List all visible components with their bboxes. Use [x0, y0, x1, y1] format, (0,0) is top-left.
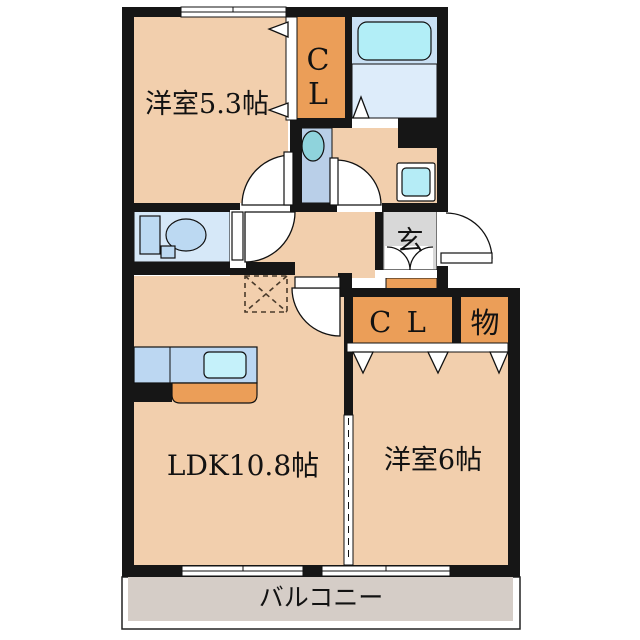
wash-basin-bowl: [301, 130, 325, 162]
bath-fold-mark: [352, 95, 370, 119]
genkan-step-gap: [375, 270, 437, 278]
closet-top-fold-mark-2: [267, 102, 289, 118]
balcony-floor: [128, 577, 513, 621]
closet-mid-floor: [352, 297, 452, 345]
washroom-door-leaf: [329, 157, 339, 206]
label-ldk: LDK10.8帖: [167, 449, 319, 482]
closet-top-fold-mark-1: [267, 21, 289, 38]
wall-closet-mid-top: [340, 288, 520, 297]
wall-left: [122, 7, 134, 577]
genkan-door-arc-right: [409, 246, 434, 271]
closet-door-mark-3: [489, 351, 509, 375]
wall-kitchen-stub: [122, 380, 172, 402]
wall-closet-bottom: [292, 118, 352, 128]
wall-washroom-bottom: [302, 203, 337, 212]
window-ldk-balcony: [181, 565, 304, 577]
washroom-door-swing: [335, 159, 382, 206]
entrance-door-leaf: [440, 252, 493, 264]
closet-top-floor: [297, 17, 345, 120]
ldk-door-swing: [291, 287, 341, 337]
washing-machine: [401, 167, 431, 197]
toilet-flush: [160, 245, 176, 259]
western-room-6-floor: [352, 352, 508, 565]
label-entrance: 玄: [397, 226, 424, 257]
wall-bath-corner: [398, 118, 443, 148]
refrigerator-space-x2: [244, 275, 288, 313]
label-balcony: バルコニー: [259, 583, 384, 612]
wall-hall-bottom: [134, 262, 295, 275]
entrance-threshold: [437, 212, 448, 266]
label-closet-mid: C L: [369, 305, 429, 339]
toilet-bowl: [165, 218, 207, 252]
refrigerator-space: [244, 275, 288, 313]
room53-door-opening: [240, 203, 290, 212]
storage-floor: [461, 297, 508, 345]
room53-door-leaf: [283, 151, 294, 206]
wall-genkan-left: [375, 212, 383, 272]
fixtures: [133, 21, 436, 404]
wall-genkan-top: [375, 203, 437, 212]
wall-right-mid: [437, 266, 448, 297]
ldk-door-leaf: [294, 276, 341, 289]
labels: 洋室5.3帖 C L 玄 C L 物 LDK10.8帖 洋室6帖 バルコニー: [145, 43, 499, 612]
window-top: [180, 6, 287, 18]
toilet-door-swing: [244, 211, 296, 263]
wall-ldk-door-post: [338, 273, 352, 290]
label-storage: 物: [470, 306, 499, 340]
wall-closet-storage-divider: [452, 297, 461, 345]
kitchen-sink: [203, 351, 247, 379]
balcony: [121, 576, 521, 630]
closet-door-mark-2: [426, 351, 450, 375]
closet-mid-door-strip: [346, 342, 509, 353]
toilet-door-leaf: [231, 211, 244, 261]
label-western-room-53: 洋室5.3帖: [145, 89, 269, 120]
wall-right-upper: [437, 7, 448, 212]
refrigerator-space-box: [244, 275, 288, 313]
entrance-door-swing: [445, 212, 493, 260]
wall-room53-bottom: [122, 203, 240, 212]
bathtub: [357, 21, 432, 61]
windows: [180, 6, 451, 577]
closet-top-door-strip: [285, 16, 298, 121]
closet-door-mark-1: [351, 351, 375, 375]
wall-bath-closet: [345, 7, 352, 128]
doors: [230, 16, 509, 566]
washroom-door-opening: [337, 203, 382, 212]
label-western-room-6: 洋室6帖: [384, 445, 482, 476]
wall-right-lower: [508, 288, 520, 577]
label-closet-top-l: L: [308, 77, 328, 112]
toilet-tank: [139, 215, 161, 255]
label-closet-top-c: C: [307, 43, 330, 78]
kitchen-lower-cabinet: [171, 382, 258, 404]
genkan-doors-area: [385, 246, 433, 269]
window-room6-balcony: [321, 565, 451, 577]
